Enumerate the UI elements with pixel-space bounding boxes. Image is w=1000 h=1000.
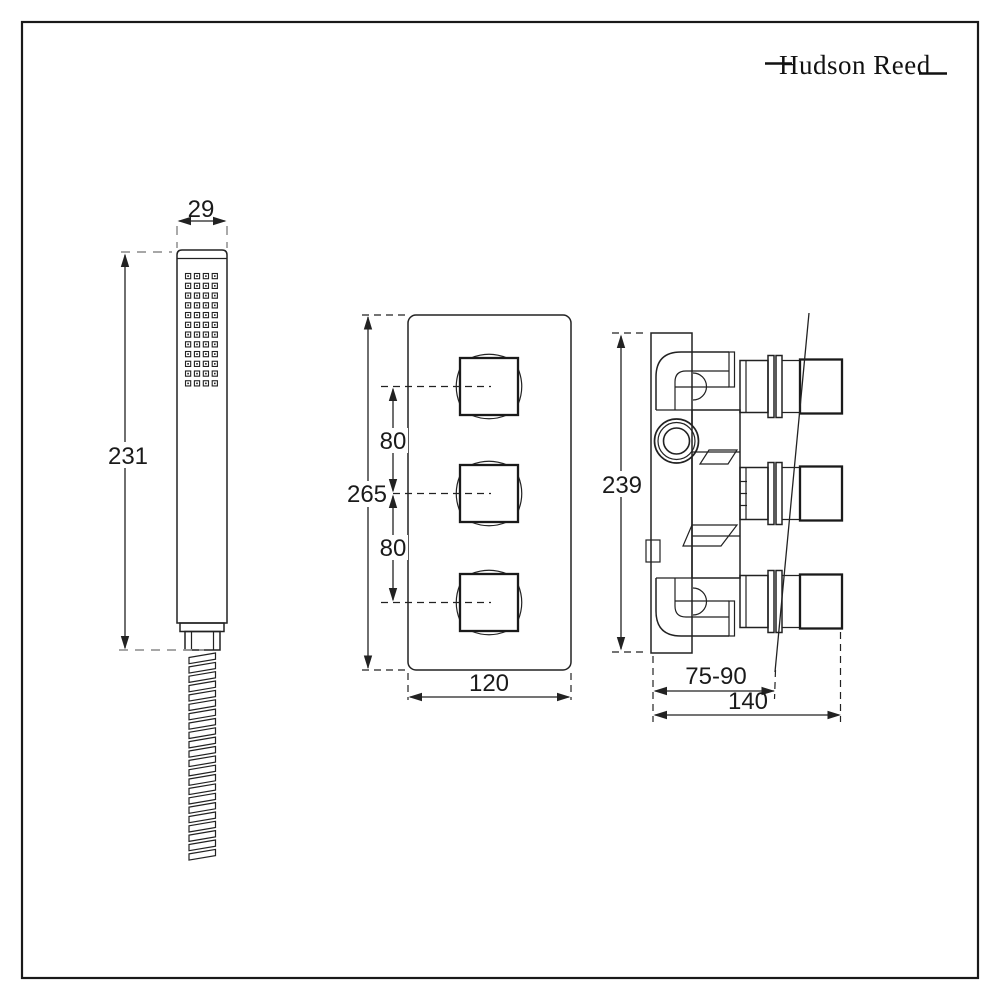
dim-side-height: 239 — [600, 332, 648, 653]
handset-step — [179, 622, 225, 633]
mounting-clip — [645, 539, 661, 563]
dim-label-265: 265 — [347, 481, 387, 508]
handset-body — [176, 249, 228, 624]
dim-handset-width: 29 — [176, 196, 228, 248]
dim-total-depth: 140 — [653, 632, 842, 722]
dim-knob-spacing-bottom: 80 — [378, 494, 408, 602]
dim-plate-width: 120 — [407, 670, 572, 702]
dim-label-239: 239 — [602, 472, 642, 499]
logo-text: Hudson Reed — [779, 50, 931, 80]
stem-top — [739, 354, 844, 419]
inlet-port — [653, 418, 700, 464]
dim-knob-spacing-top: 80 — [378, 387, 408, 493]
dim-label-231: 231 — [108, 443, 148, 470]
faceplate — [407, 314, 572, 671]
page-border — [20, 20, 980, 980]
brand-logo: Hudson Reed — [765, 50, 947, 80]
dim-plate-height: 265 — [346, 314, 406, 671]
wall-plane-line — [774, 312, 810, 673]
top-elbow-pipe — [655, 351, 736, 411]
hose-nut — [184, 630, 221, 651]
dim-label-80-bottom: 80 — [380, 535, 407, 562]
bottom-elbow-pipe — [655, 577, 736, 637]
stem-middle — [739, 461, 844, 526]
valve-side-view: 239 75-90 140 — [600, 312, 844, 722]
dim-recess-depth: 75-90 — [652, 656, 777, 722]
dim-label-140: 140 — [728, 688, 768, 715]
dim-handset-length: 231 — [106, 251, 204, 651]
shower-hose — [188, 652, 217, 861]
dim-label-29: 29 — [188, 196, 215, 223]
valve-body — [682, 409, 747, 579]
dim-label-75-90: 75-90 — [685, 663, 746, 690]
side-backplate — [650, 332, 693, 654]
valve-front-view: 265 80 80 120 — [346, 314, 572, 702]
dim-label-80-top: 80 — [380, 428, 407, 455]
nozzle-grid — [184, 272, 218, 387]
handset-view: 29 231 — [106, 196, 228, 861]
dim-label-120: 120 — [469, 670, 509, 697]
stem-bottom — [739, 569, 844, 634]
